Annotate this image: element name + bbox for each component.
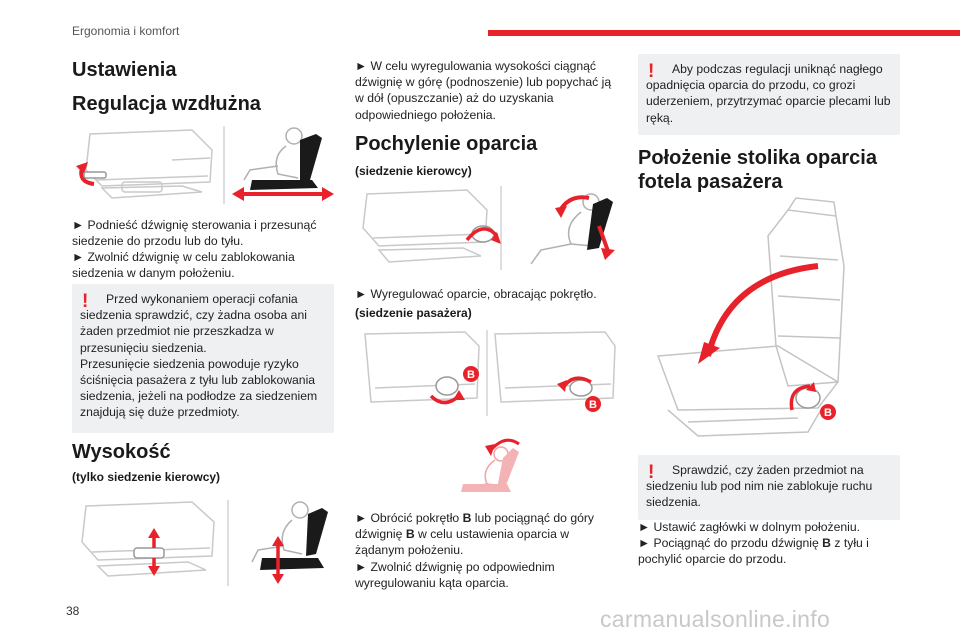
height-step: ► W celu wyregulowania wysokości ciągnąć… — [355, 59, 612, 122]
section-heading-recline: Pochylenie oparcia — [355, 133, 538, 155]
seat-height-illustration — [72, 496, 334, 588]
warning-icon: ! — [648, 462, 655, 483]
slide-warning-text-2: Przesunięcie siedzenia powoduje ryzyko ś… — [80, 356, 318, 420]
passenger-recline-step-1: ► Obrócić pokrętło B lub pociągnąć do gó… — [355, 511, 595, 558]
badge-b-1: B — [467, 369, 475, 381]
driver-recline-illustration — [355, 184, 617, 272]
header-section-label: Ergonomia i komfort — [72, 24, 180, 38]
recline-driver-subheading: (siedzenie kierowcy) — [355, 164, 472, 178]
slide-step-2: ► Zwolnić dźwignię w celu zablokowania s… — [72, 250, 295, 281]
slide-warning-box: ! Przed wykonaniem operacji cofania sied… — [72, 284, 334, 433]
section-heading-height: Wysokość — [72, 441, 171, 463]
fold-step-1: ► Ustawić zagłówki w dolnym położeniu. — [638, 520, 861, 534]
passenger-recline-illustration: B B — [355, 328, 617, 498]
warning-icon: ! — [648, 61, 655, 82]
height-subheading: (tylko siedzenie kierowcy) — [72, 470, 221, 484]
fold-step-2: ► Pociągnąć do przodu dźwignię B z tyłu … — [638, 536, 869, 567]
badge-b-2: B — [589, 399, 597, 411]
fold-warning-box: ! Sprawdzić, czy żaden przedmiot na sied… — [638, 455, 900, 520]
recline-warning-text: Aby podczas regulacji uniknąć nagłego op… — [646, 62, 891, 125]
header-accent-bar — [488, 30, 960, 36]
page-number: 38 — [66, 604, 80, 618]
slide-warning-text: Przed wykonaniem operacji cofania siedze… — [80, 292, 307, 355]
driver-recline-step: ► Wyregulować oparcie, obracając pokrętł… — [355, 287, 597, 301]
section-heading-tray: Położenie stolika oparcia fotela pasażer… — [638, 147, 877, 193]
section-heading-longitudinal: Regulacja wzdłużna — [72, 93, 261, 115]
slide-step-1: ► Podnieść dźwignię sterowania i przesun… — [72, 218, 317, 249]
badge-b-3: B — [824, 407, 832, 419]
fold-warning-text: Sprawdzić, czy żaden przedmiot na siedze… — [646, 463, 873, 510]
warning-icon: ! — [82, 291, 89, 312]
page-title: Ustawienia — [72, 59, 177, 81]
recline-passenger-subheading: (siedzenie pasażera) — [355, 306, 472, 320]
passenger-seat-fold-illustration: B — [638, 196, 900, 448]
watermark: carmanualsonline.info — [600, 606, 831, 632]
seat-slide-illustration — [72, 120, 334, 206]
passenger-recline-step-2: ► Zwolnić dźwignię po odpowiednim wyregu… — [355, 560, 555, 591]
recline-warning-box: ! Aby podczas regulacji uniknąć nagłego … — [638, 54, 900, 135]
